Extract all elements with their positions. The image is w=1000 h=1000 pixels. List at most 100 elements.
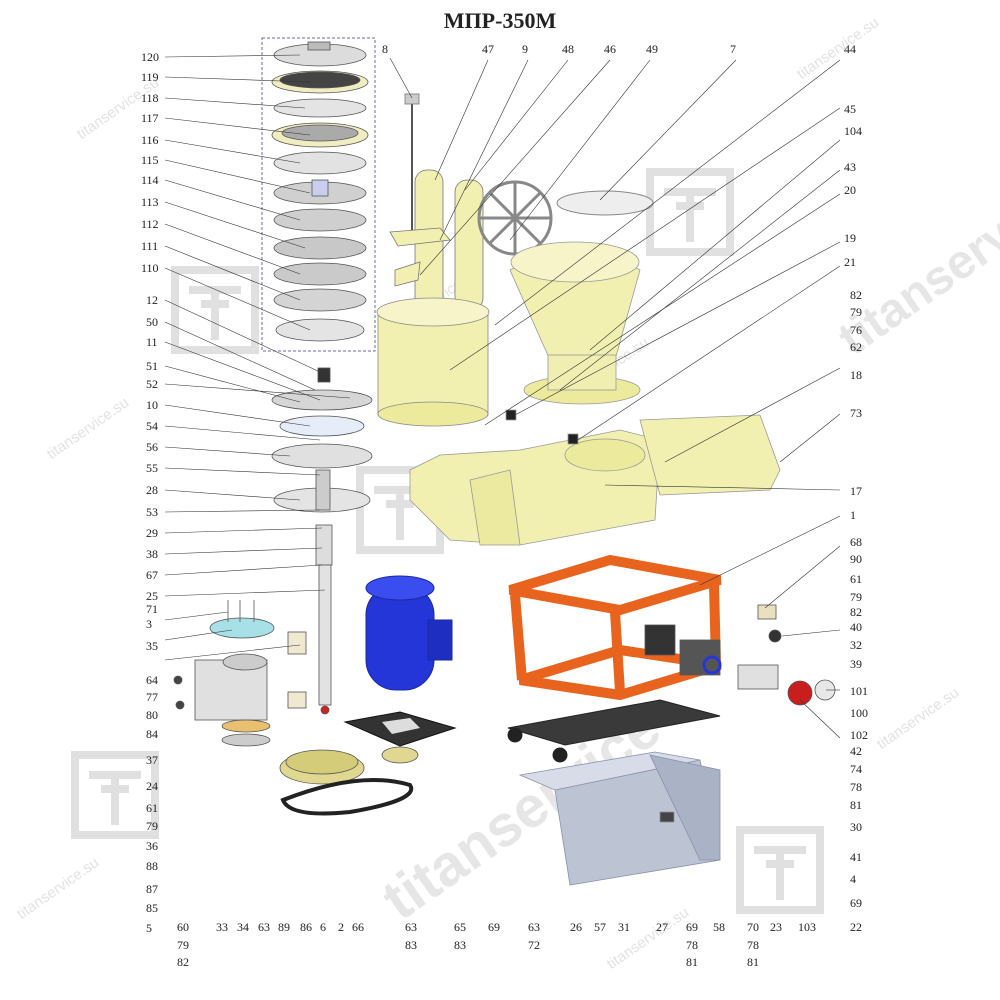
- part-label-61: 61: [850, 572, 862, 586]
- part-label-63: 63: [258, 920, 270, 934]
- part-label-68: 68: [850, 535, 862, 549]
- bearing-housing-assembly: [173, 600, 307, 747]
- part-label-44: 44: [844, 42, 856, 56]
- part-label-11: 11: [146, 335, 158, 349]
- part-label-53: 53: [146, 505, 158, 519]
- part-label-117: 117: [141, 111, 159, 125]
- part-label-25: 25: [146, 589, 158, 603]
- part-label-23: 23: [770, 920, 782, 934]
- bottom-cover: [518, 751, 721, 886]
- part-label-101: 101: [850, 684, 868, 698]
- part-label-12: 12: [146, 293, 158, 307]
- part-label-17: 17: [850, 484, 862, 498]
- part-label-118: 118: [141, 91, 159, 105]
- part-label-90: 90: [850, 552, 862, 566]
- part-label-45: 45: [844, 102, 856, 116]
- part-label-49: 49: [646, 42, 658, 56]
- part-label-33: 33: [216, 920, 228, 934]
- part-label-22: 22: [850, 920, 862, 934]
- part-label-79: 79: [177, 938, 189, 952]
- part-label-61: 61: [146, 801, 158, 815]
- part-label-3: 3: [146, 617, 152, 631]
- part-label-35: 35: [146, 639, 158, 653]
- part-label-30: 30: [850, 820, 862, 834]
- part-label-79: 79: [146, 819, 158, 833]
- part-label-73: 73: [850, 406, 862, 420]
- part-label-79: 79: [850, 590, 862, 604]
- cutting-disc-stack: [271, 41, 369, 342]
- part-label-39: 39: [850, 657, 862, 671]
- part-label-69: 69: [850, 896, 862, 910]
- part-label-115: 115: [141, 153, 159, 167]
- part-label-27: 27: [656, 920, 668, 934]
- part-label-47: 47: [482, 42, 494, 56]
- part-label-74: 74: [850, 762, 862, 776]
- part-label-86: 86: [300, 920, 312, 934]
- part-label-82: 82: [850, 288, 862, 302]
- lower-cylinder-housing: [376, 297, 490, 427]
- part-label-83: 83: [405, 938, 417, 952]
- leader-lines: [164, 54, 841, 739]
- part-label-65: 65: [454, 920, 466, 934]
- part-label-83: 83: [454, 938, 466, 952]
- part-label-82: 82: [850, 605, 862, 619]
- feed-columns: [389, 93, 484, 311]
- part-label-82: 82: [177, 955, 189, 969]
- part-label-8: 8: [382, 42, 388, 56]
- part-label-64: 64: [146, 673, 158, 687]
- electric-motor: [365, 575, 453, 691]
- part-label-54: 54: [146, 419, 158, 433]
- part-label-55: 55: [146, 461, 158, 475]
- part-label-112: 112: [141, 217, 159, 231]
- part-label-116: 116: [141, 133, 159, 147]
- part-label-57: 57: [594, 920, 606, 934]
- part-label-32: 32: [850, 638, 862, 652]
- part-label-100: 100: [850, 706, 868, 720]
- part-label-4: 4: [850, 872, 856, 886]
- part-label-76: 76: [850, 323, 862, 337]
- part-label-29: 29: [146, 526, 158, 540]
- part-label-70: 70: [747, 920, 759, 934]
- part-label-104: 104: [844, 124, 862, 138]
- part-label-119: 119: [141, 70, 159, 84]
- part-label-78: 78: [747, 938, 759, 952]
- part-label-67: 67: [146, 568, 158, 582]
- pusher-wheel: [477, 180, 553, 256]
- part-label-46: 46: [604, 42, 616, 56]
- part-label-21: 21: [844, 255, 856, 269]
- part-label-81: 81: [686, 955, 698, 969]
- control-switch-parts: [644, 604, 836, 706]
- part-label-38: 38: [146, 547, 158, 561]
- part-label-1: 1: [850, 508, 856, 522]
- part-label-43: 43: [844, 160, 856, 174]
- part-label-110: 110: [141, 261, 159, 275]
- part-label-71: 71: [146, 602, 158, 616]
- part-label-79: 79: [850, 305, 862, 319]
- part-label-34: 34: [237, 920, 249, 934]
- part-label-111: 111: [141, 239, 159, 253]
- part-label-63: 63: [528, 920, 540, 934]
- part-label-103: 103: [798, 920, 816, 934]
- part-label-9: 9: [522, 42, 528, 56]
- orange-frame: [508, 554, 722, 701]
- part-label-120: 120: [141, 50, 159, 64]
- part-label-69: 69: [686, 920, 698, 934]
- part-label-84: 84: [146, 727, 158, 741]
- part-label-60: 60: [177, 920, 189, 934]
- part-label-114: 114: [141, 173, 159, 187]
- part-label-113: 113: [141, 195, 159, 209]
- part-label-87: 87: [146, 882, 158, 896]
- perforated-plate: [507, 699, 721, 763]
- part-label-51: 51: [146, 359, 158, 373]
- part-label-80: 80: [146, 708, 158, 722]
- part-label-2: 2: [338, 920, 344, 934]
- part-label-89: 89: [278, 920, 290, 934]
- part-label-52: 52: [146, 377, 158, 391]
- part-label-88: 88: [146, 859, 158, 873]
- part-label-58: 58: [713, 920, 725, 934]
- grate-plate: [556, 190, 654, 216]
- main-body-housing: [409, 409, 781, 546]
- part-label-20: 20: [844, 183, 856, 197]
- part-label-85: 85: [146, 901, 158, 915]
